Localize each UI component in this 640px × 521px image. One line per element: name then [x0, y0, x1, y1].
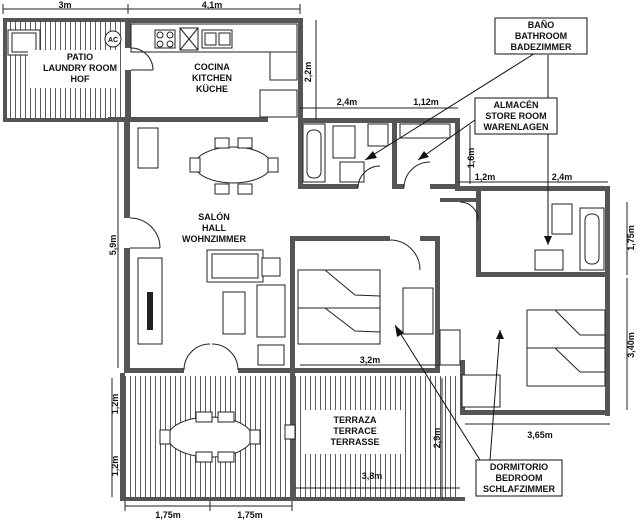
dim-terrace-bottom-1: 1,75m [155, 510, 181, 520]
callouts: BAÑO BATHROOM BADEZIMMER ALMACÉN STORE R… [364, 17, 588, 497]
fridge [269, 51, 298, 81]
patio-label-de: HOF [71, 74, 91, 84]
bidet-1 [339, 161, 365, 183]
desk [461, 374, 501, 408]
bedroom-callout-es: DORMITORIO [490, 462, 548, 472]
bathroom-callout-de: BADEZIMMER [511, 42, 572, 52]
bathroom-callout-es: BAÑO [528, 20, 555, 30]
bedroom-2 [439, 309, 606, 408]
kitchen-sink-icon [201, 29, 233, 49]
tv-icon [147, 292, 153, 330]
dim-salon-depth: 5,9m [108, 235, 118, 256]
kitchen-room: COCINA KITCHEN KÜCHE [130, 23, 298, 118]
dim-patio-width: 3m [58, 0, 71, 10]
terrace-table [167, 416, 253, 458]
dim-bath-width: 2,4m [337, 97, 358, 107]
bathroom-1 [302, 123, 389, 189]
dim-bedroom2-depth: 3,40m [626, 332, 636, 358]
bed-1b [297, 307, 381, 345]
terrace-label-en: TERRACE [333, 426, 377, 436]
bedroom-callout-de: SCHLAFZIMMER [483, 484, 555, 494]
dim-corridor-width: 1,2m [475, 172, 496, 182]
stove-icon [154, 29, 176, 49]
store-shelf [399, 123, 451, 139]
dim-terrace-depth: 2,9m [432, 428, 442, 449]
bed-2a [526, 309, 606, 349]
store-callout-en: STORE ROOM [485, 111, 546, 121]
dim-store-width: 1,12m [413, 97, 439, 107]
store-callout [474, 97, 558, 135]
toilet-1 [332, 125, 356, 159]
bathroom-callout [494, 17, 588, 55]
dining-table [194, 146, 272, 184]
bedroom-1 [297, 239, 434, 345]
kitchen-label-es: COCINA [194, 62, 230, 72]
patio-label-es: PATIO [67, 52, 93, 62]
dim-store-depth: 1,6m [466, 148, 476, 169]
bathroom-callout-en: BATHROOM [515, 31, 567, 41]
bath-sink-1 [367, 123, 389, 147]
store-callout-es: ALMACÉN [494, 100, 539, 110]
bedroom-callout [475, 459, 563, 497]
armchair [256, 284, 286, 338]
coffee-table [222, 291, 246, 335]
dim-bedroom2-width: 3,65m [527, 430, 553, 440]
patio-label-en: LAUNDRY ROOM [43, 63, 117, 73]
bed-2b [526, 347, 606, 387]
store-callout-de: WARENLAGEN [484, 122, 549, 132]
terrace-label-de: TERRASSE [330, 437, 379, 447]
kitchen-cabinet [259, 89, 298, 118]
kitchen-label-de: KÜCHE [196, 84, 228, 94]
wardrobe-1 [402, 287, 434, 335]
salon-label-en: HALL [202, 223, 226, 233]
bathtub-1 [302, 123, 326, 183]
dim-kitchen-depth: 2,2m [303, 62, 313, 83]
dim-terrace-left-1: 1,2m [110, 394, 120, 415]
dim-bedroom1-width: 3,2m [360, 355, 381, 365]
dim-kitchen-width: 4,1m [202, 0, 223, 10]
bedroom-callout-en: BEDROOM [496, 473, 543, 483]
ac-unit [104, 30, 122, 48]
bath-sink-2 [534, 249, 564, 271]
patio-room: AC PATIO LAUNDRY ROOM HOF [5, 22, 125, 120]
dim-terrace-bottom-2: 1,75m [237, 510, 263, 520]
walls [3, 18, 610, 416]
dim-terrace-left-2: 1,2m [110, 456, 120, 477]
terrace: TERRAZA TERRACE TERRASSE [120, 373, 465, 501]
terrace-label-es: TERRAZA [334, 415, 377, 425]
wardrobe-2 [439, 329, 461, 366]
bathtub-2 [579, 207, 605, 271]
store-room [399, 123, 451, 189]
salon-label-es: SALÓN [198, 211, 230, 222]
ac-label: AC [108, 37, 118, 44]
salon-label-de: WOHNZIMMER [182, 234, 246, 244]
dim-terrace-width: 3,8m [362, 471, 383, 481]
kitchen-label-en: KITCHEN [192, 73, 232, 83]
salon-room: SALÓN HALL WOHNZIMMER [129, 127, 286, 371]
sideboard [137, 127, 159, 169]
appliance-box [179, 27, 199, 51]
toilet-2 [551, 203, 573, 235]
sofa [206, 249, 264, 283]
bathroom-2 [459, 201, 605, 271]
dim-bath2-width: 2,4m [552, 172, 573, 182]
dim-bath2-depth: 1,75m [626, 225, 636, 251]
bed-1a [297, 269, 381, 309]
